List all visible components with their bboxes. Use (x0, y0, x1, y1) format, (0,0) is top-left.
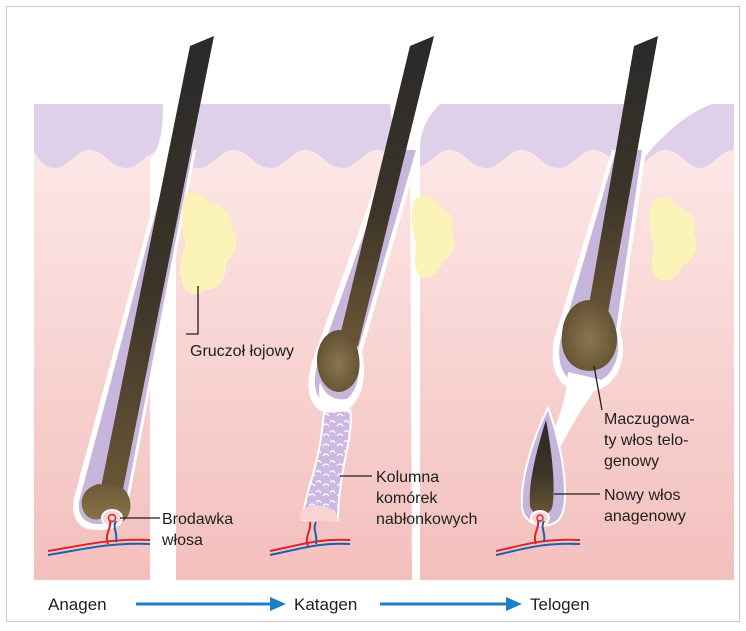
figure-frame (6, 6, 740, 622)
